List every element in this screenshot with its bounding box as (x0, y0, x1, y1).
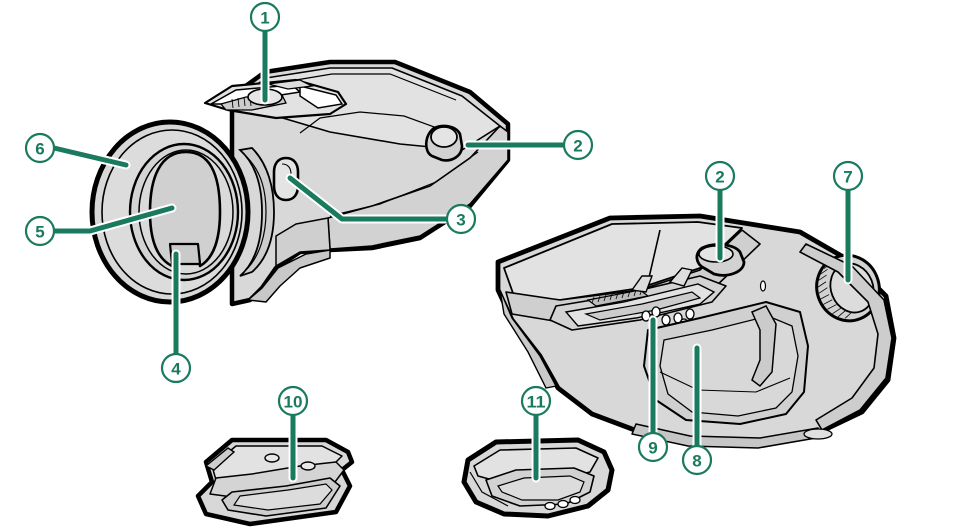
callout-6-circle[interactable] (24, 132, 56, 164)
callout-3-number: 3 (456, 211, 465, 230)
view-front-three-quarter (89, 59, 511, 307)
callout-5[interactable]: 5 (24, 203, 177, 247)
underside-pin-hole (759, 280, 767, 292)
shoe-channel-rail-inner (583, 291, 702, 321)
eyecup-barrel-side (237, 147, 275, 277)
shoe-upright-tab-left (630, 275, 654, 293)
callout-1-circle[interactable] (249, 1, 281, 33)
callout-5-circle[interactable] (24, 215, 56, 247)
callout-4[interactable]: 4 (160, 249, 192, 384)
callout-7[interactable]: 7 (832, 160, 864, 285)
callout-6-number: 6 (35, 140, 44, 159)
callout-1[interactable]: 1 (249, 1, 281, 105)
callout-3-leader (287, 175, 450, 222)
callout-10-number: 10 (284, 393, 303, 412)
callout-10-circle[interactable] (277, 385, 309, 417)
callout-8-number: 8 (692, 452, 701, 471)
callout-8-circle[interactable] (681, 444, 713, 476)
callout-1-number: 1 (260, 9, 269, 28)
body-flank-crease (329, 151, 479, 217)
callout-11-circle[interactable] (520, 385, 552, 417)
underside-top-plane-crease (647, 229, 661, 283)
callout-9[interactable]: 9 (637, 315, 669, 463)
callout-7-circle[interactable] (832, 160, 864, 192)
mount-lock-lever-front-cap (430, 126, 458, 148)
view-accessory-shoe-adapter (195, 437, 355, 527)
callout-7-number: 7 (843, 168, 852, 187)
contact-strip-hatch (586, 289, 650, 307)
shoe-adapter-hole-left (264, 453, 280, 463)
callout-3-circle[interactable] (445, 203, 477, 235)
cap-rim-highlight (469, 471, 509, 507)
eyecup-barrel-seam (245, 155, 267, 271)
hot-shoe-rail-right (299, 85, 344, 109)
callout-6-leader (51, 145, 129, 168)
underside-left-corner-fold (499, 289, 558, 389)
body-lower-shelf (275, 217, 331, 267)
body-deck-ridge-b (299, 111, 449, 134)
callout-4-circle[interactable] (160, 352, 192, 384)
callout-6[interactable]: 6 (24, 132, 131, 170)
cavity-interior-rib (751, 305, 777, 388)
mount-cavity-shadow-edge (659, 371, 791, 393)
callout-11-number: 11 (527, 393, 546, 412)
underside-left-lip (505, 229, 761, 323)
callout-5-number: 5 (35, 223, 44, 242)
callout-5-leader (51, 205, 175, 234)
callout-layer: 1 2 3 4 5 6 2 7 8 9 10 11 (24, 1, 864, 483)
callout-8[interactable]: 8 (681, 343, 713, 476)
callout-2-front[interactable]: 2 (463, 129, 594, 161)
callout-11[interactable]: 11 (520, 385, 552, 483)
callout-9-number: 9 (648, 439, 657, 458)
callout-2-underside[interactable]: 2 (704, 160, 736, 263)
shoe-adapter-hole-right (300, 461, 316, 471)
shoe-adapter-left-tab (204, 447, 236, 471)
shoe-adapter-channel-inner (232, 483, 333, 511)
callout-2-front-circle[interactable] (562, 129, 594, 161)
callout-4-number: 4 (171, 360, 181, 379)
callout-2-underside-circle[interactable] (704, 160, 736, 192)
body-base-foot (247, 249, 331, 303)
underside-foot-detail (803, 428, 833, 440)
callout-9-circle[interactable] (637, 431, 669, 463)
shoe-upright-tab-right (668, 267, 694, 287)
callout-2-front-number: 2 (573, 137, 582, 156)
callout-2-underside-number: 2 (715, 168, 724, 187)
cap-detent-bumps (544, 495, 581, 511)
callout-10[interactable]: 10 (277, 385, 309, 483)
hot-shoe-back-lip (267, 79, 315, 90)
callout-3[interactable]: 3 (285, 173, 477, 235)
